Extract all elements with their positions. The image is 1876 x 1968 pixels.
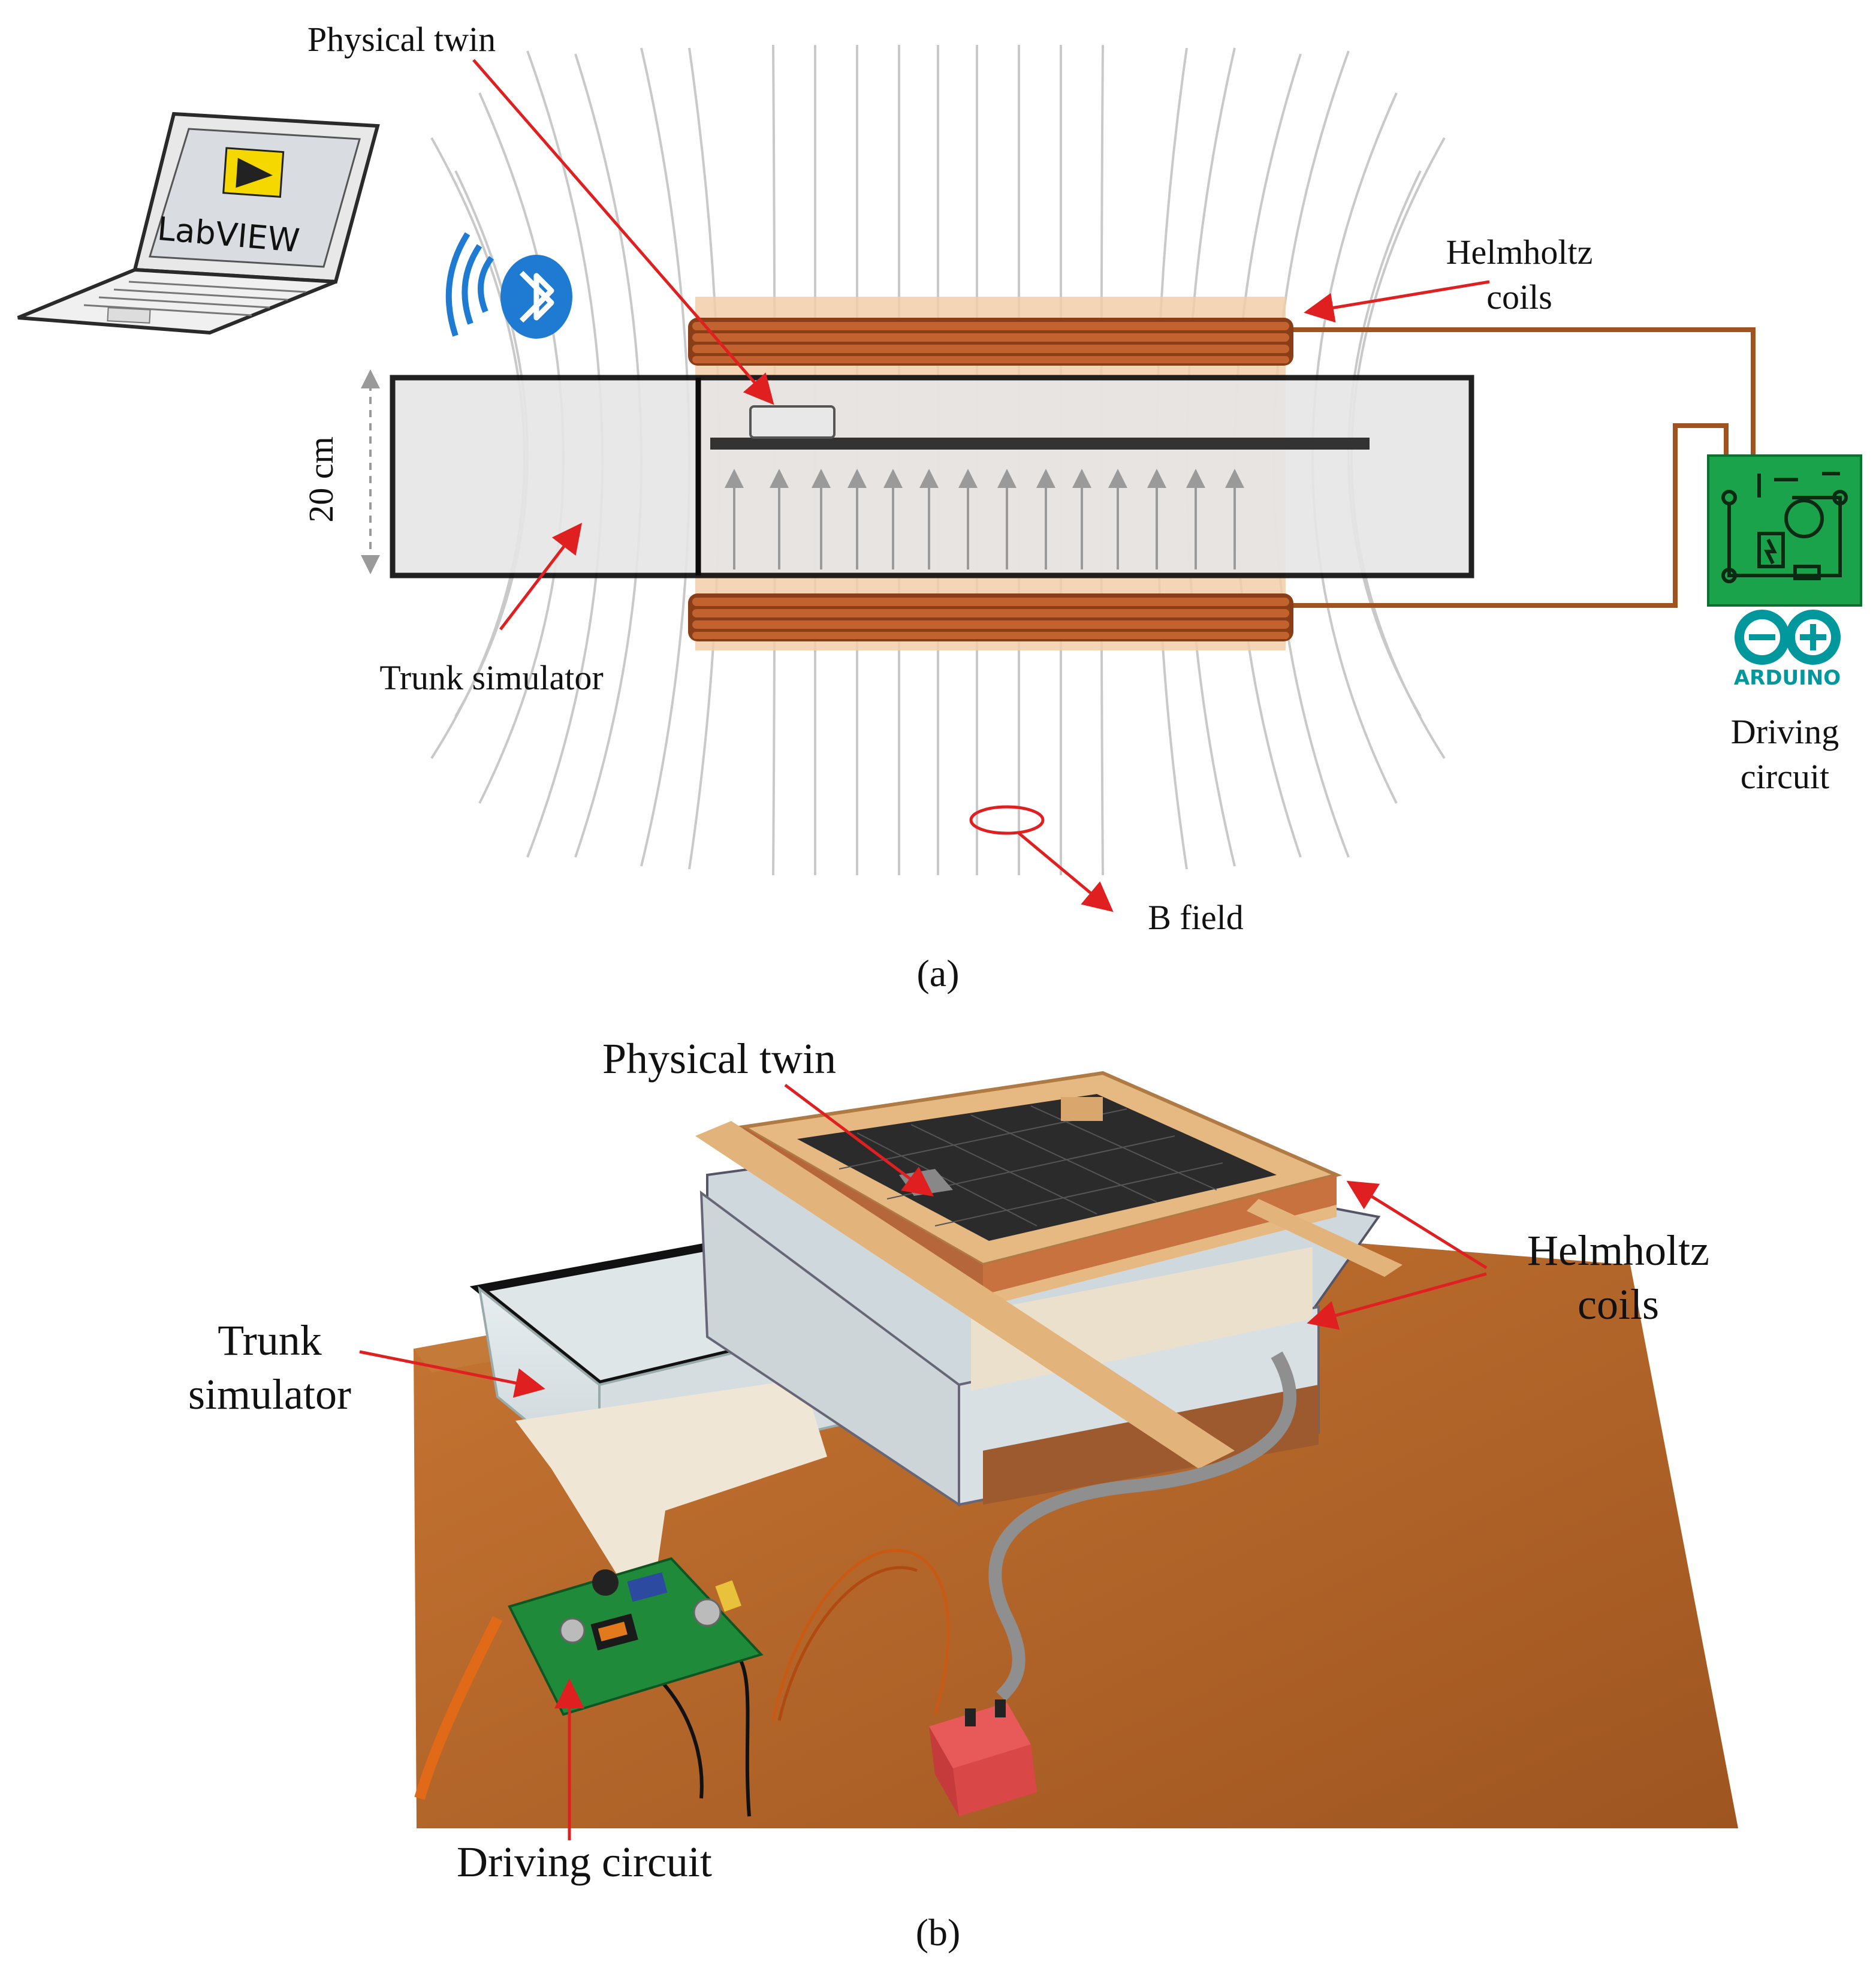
label-driving-circuit-b: Driving circuit <box>457 1838 712 1886</box>
panel-a-diagram: LabVIEW <box>17 20 1862 994</box>
label-helmholtz-b-line2: coils <box>1578 1280 1659 1328</box>
b-field-arrows <box>725 469 1244 569</box>
annotation-arrows-a <box>472 59 1490 912</box>
label-helmholtz-a-line2: coils <box>1486 278 1552 317</box>
dimension-label: 20 cm <box>301 436 340 522</box>
label-b-field: B field <box>1148 898 1243 937</box>
guide-rail <box>710 438 1370 450</box>
b-field-marker <box>969 805 1045 835</box>
laptop-icon: LabVIEW <box>17 111 380 335</box>
label-driving-a-line1: Driving <box>1731 712 1839 751</box>
label-trunk-b-line2: simulator <box>188 1370 351 1418</box>
battery-box-photo <box>929 1699 1037 1816</box>
panel-b-photo: Physical twin Trunk simulator Helmholtz … <box>188 1035 1738 1954</box>
label-driving-a-line2: circuit <box>1741 757 1829 796</box>
annotation-arrows-b <box>359 1084 1488 1840</box>
label-physical-twin-b: Physical twin <box>602 1035 836 1083</box>
caption-b: (b) <box>916 1911 961 1954</box>
cables-photo <box>414 1351 1297 1817</box>
arduino-logo-text: ARDUINO <box>1734 666 1841 690</box>
helmholtz-top-coil <box>688 318 1293 366</box>
label-trunk-b-line1: Trunk <box>218 1316 321 1364</box>
label-helmholtz-a-line1: Helmholtz <box>1446 233 1593 272</box>
label-trunk-simulator-a: Trunk simulator <box>379 658 603 697</box>
bluetooth-icon <box>445 232 572 339</box>
arduino-logo: ARDUINO <box>1734 610 1841 690</box>
driving-circuit-icon <box>1707 454 1862 607</box>
label-physical-twin-a: Physical twin <box>307 20 496 59</box>
coil-wires <box>1293 327 1756 608</box>
label-helmholtz-b-line1: Helmholtz <box>1527 1226 1709 1274</box>
driving-circuit-board-photo <box>508 1557 764 1716</box>
physical-twin-block <box>749 405 836 439</box>
caption-a: (a) <box>916 952 959 994</box>
trunk-simulator-box <box>390 375 1474 578</box>
helmholtz-bottom-coil <box>688 593 1293 641</box>
wooden-rail <box>695 1121 1235 1469</box>
helmholtz-coils-photo <box>695 1071 1403 1469</box>
foam-block <box>515 1379 827 1595</box>
